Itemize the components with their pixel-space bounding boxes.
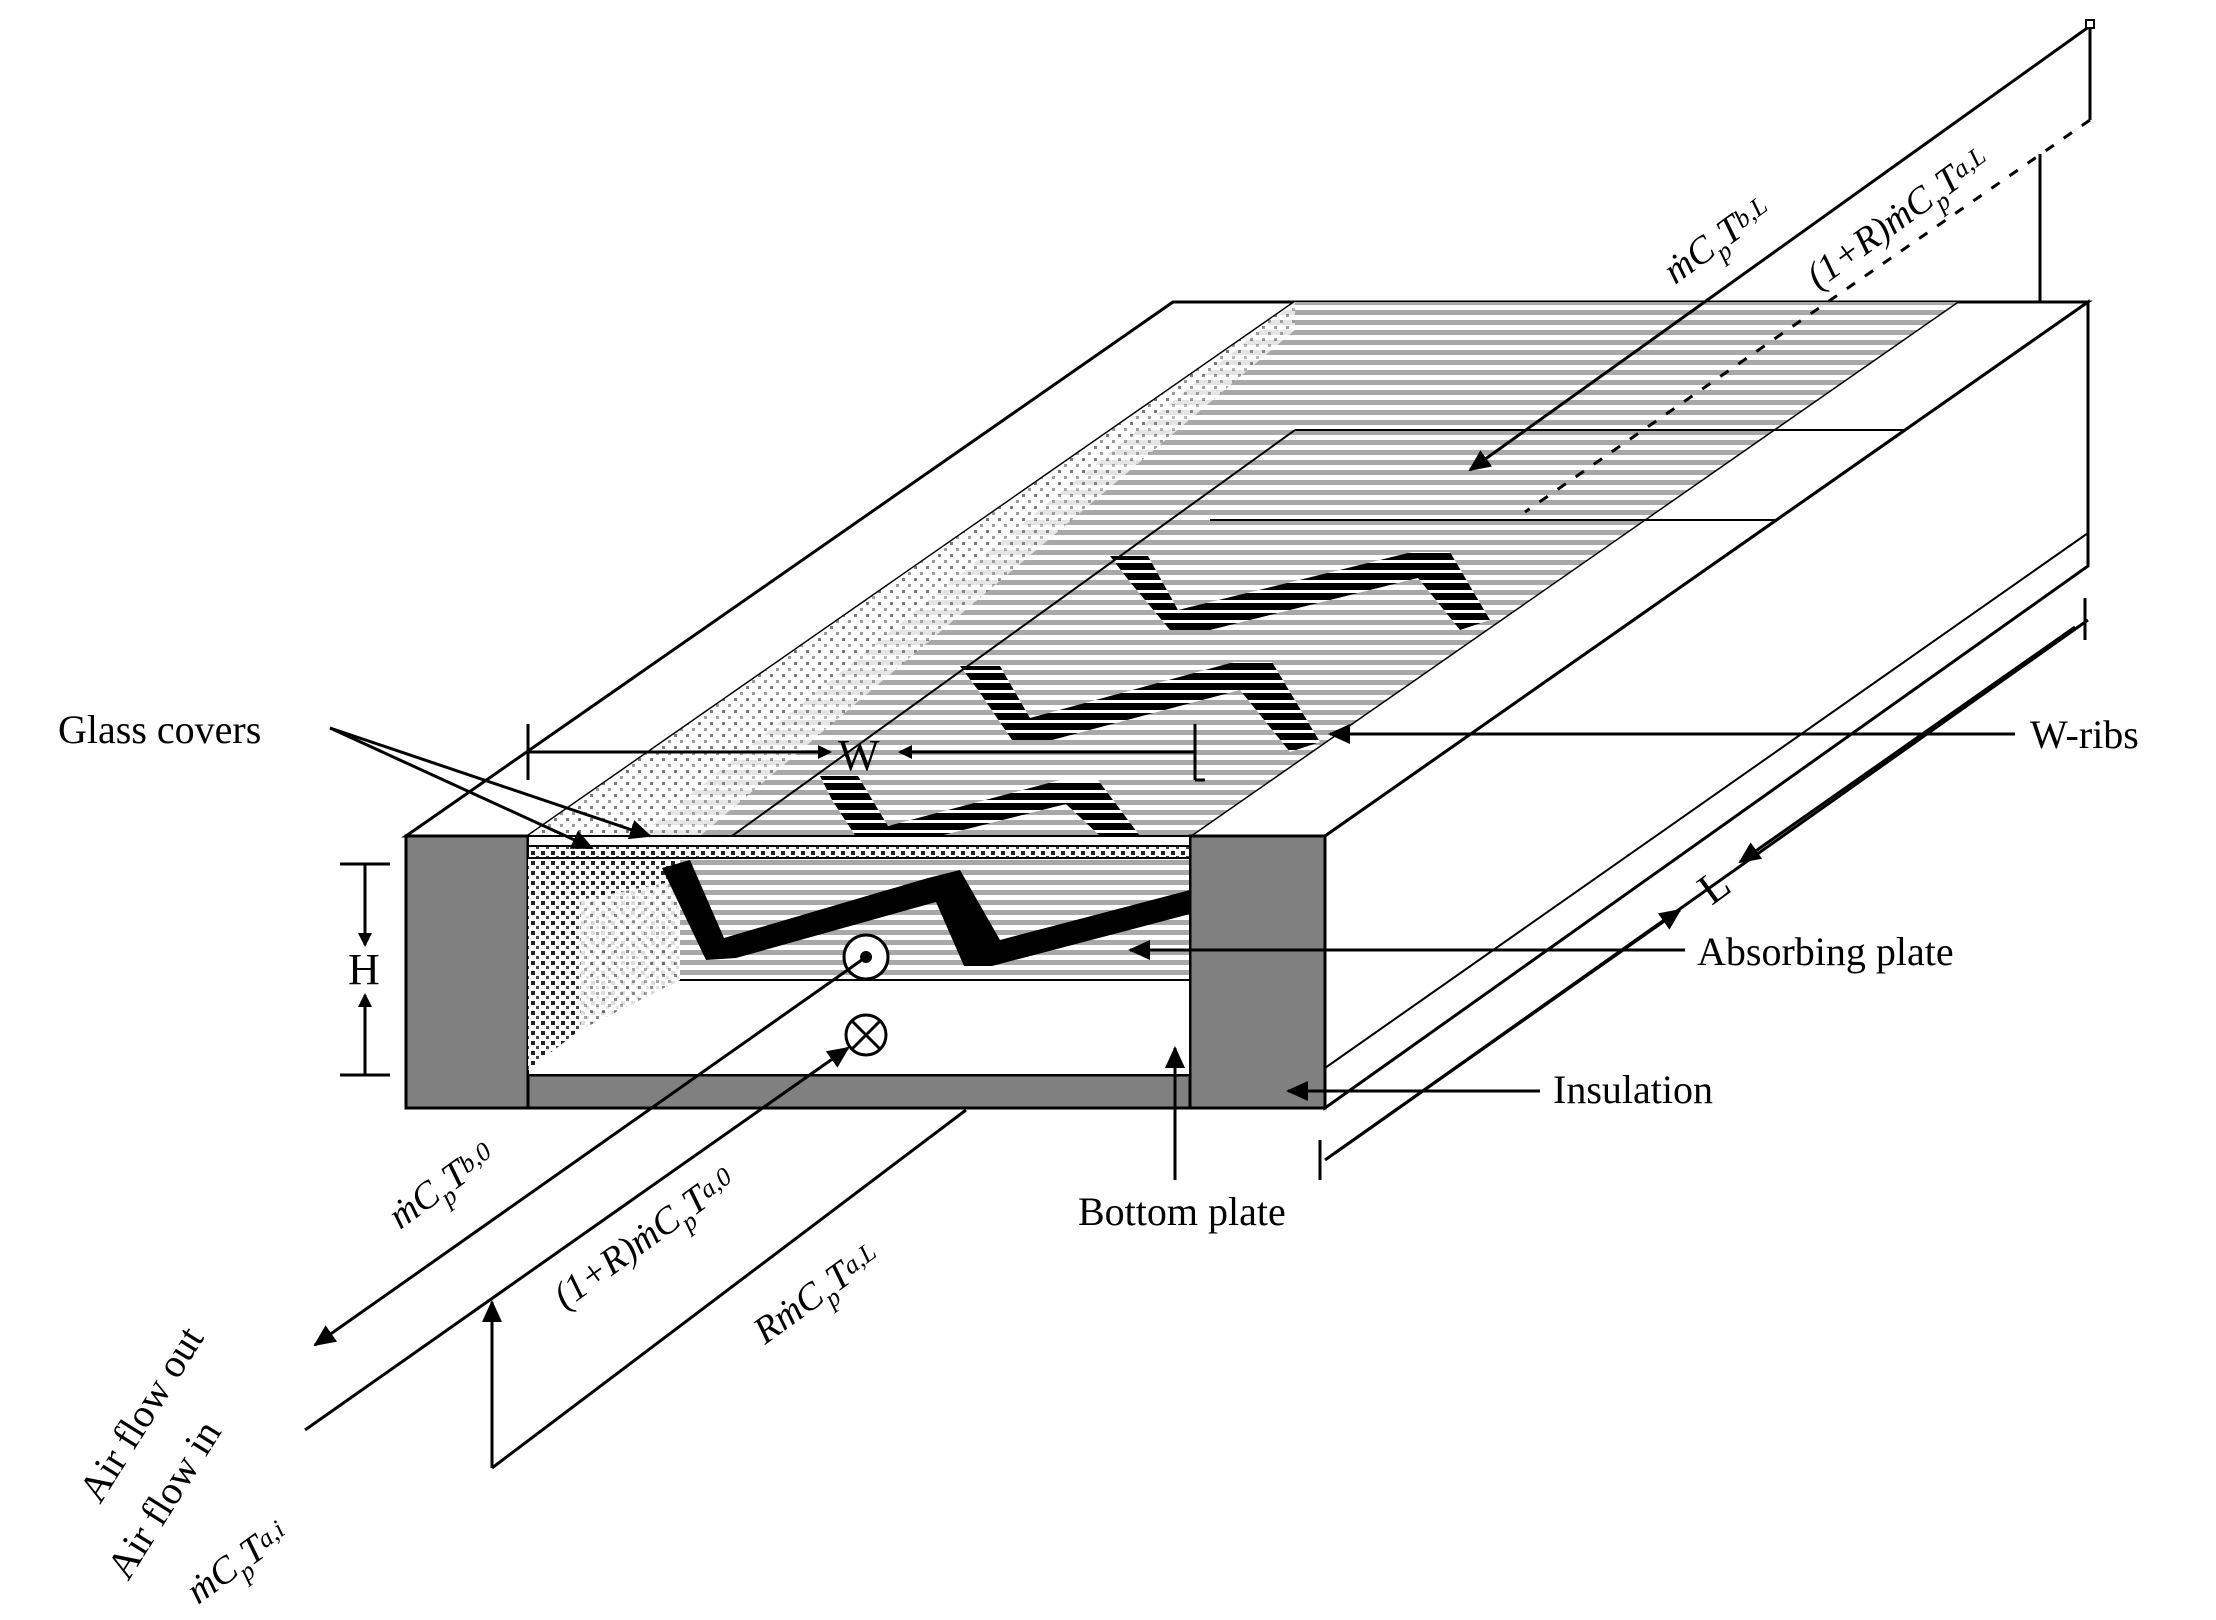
- dimension-h: H: [340, 862, 390, 1077]
- svg-text:ṁCpTb,0: ṁCpTb,0: [381, 1133, 506, 1243]
- glass-covers-label: Glass covers: [58, 707, 261, 752]
- insulation-callout: Insulation: [1286, 1067, 1713, 1112]
- collector-box: [401, 299, 2093, 1111]
- w-ribs-label: W-ribs: [2030, 712, 2139, 757]
- absorbing-plate-callout: Absorbing plate: [1128, 929, 1954, 974]
- w-rib-back-1: [1110, 552, 1490, 630]
- glass-side-wall-2: [640, 302, 1295, 836]
- glass-cover-2: [527, 845, 1191, 859]
- insulation-bottom: [526, 1073, 1192, 1110]
- w-rib-back-2: [960, 662, 1320, 752]
- glass-cover-1: [527, 835, 1191, 847]
- w-rib-front: [662, 860, 1190, 966]
- insulation-right: [1188, 834, 1327, 1110]
- flux-inlet-main: ṁC: [179, 1547, 247, 1612]
- svg-text:ṁCpTa,i: ṁCpTa,i: [179, 1511, 300, 1617]
- flux-in-a0-main: (1+R)ṁC: [546, 1197, 689, 1317]
- flux-top-bL: ṁCpTb,L: [1656, 187, 1783, 298]
- svg-text:ṁCpTb,L: ṁCpTb,L: [1656, 187, 1783, 298]
- flux-out-b0: ṁCpTb,0: [381, 1133, 506, 1243]
- dim-l-label: L: [1689, 859, 1740, 914]
- insulation-label: Insulation: [1553, 1067, 1713, 1112]
- svg-text:RṁCpTa,L: RṁCpTa,L: [745, 1234, 891, 1359]
- w-ribs: [820, 552, 1490, 846]
- glass-covers-callout: Glass covers: [58, 707, 652, 850]
- bottom-plate-label: Bottom plate: [1078, 1189, 1286, 1234]
- insulation-left: [404, 834, 530, 1110]
- flux-recycle: RṁCpTa,L: [745, 1234, 891, 1359]
- flow-in-symbol: [844, 1013, 888, 1057]
- w-ribs-callout: W-ribs: [1328, 712, 2139, 757]
- dim-w-label: W: [838, 731, 880, 780]
- glass-side-wall: [528, 302, 1295, 836]
- flux-recycle-main: RṁC: [745, 1273, 833, 1353]
- bottom-plate-callout: Bottom plate: [1078, 1046, 1286, 1234]
- flux-out-b0-main: ṁC: [381, 1172, 449, 1237]
- absorber-surface: [528, 302, 1957, 836]
- back-flow-lines: [1468, 19, 2095, 514]
- absorbing-plate-label: Absorbing plate: [1697, 929, 1954, 974]
- flux-inlet: ṁCpTa,i: [179, 1511, 300, 1617]
- flux-top-bL-main: ṁC: [1656, 227, 1724, 292]
- dim-h-label: H: [348, 945, 380, 994]
- w-rib-mid: [820, 776, 1140, 846]
- front-dotted-wall-light: [580, 880, 680, 1030]
- front-flow-lines: [304, 955, 967, 1470]
- dimension-w: W: [526, 724, 1205, 782]
